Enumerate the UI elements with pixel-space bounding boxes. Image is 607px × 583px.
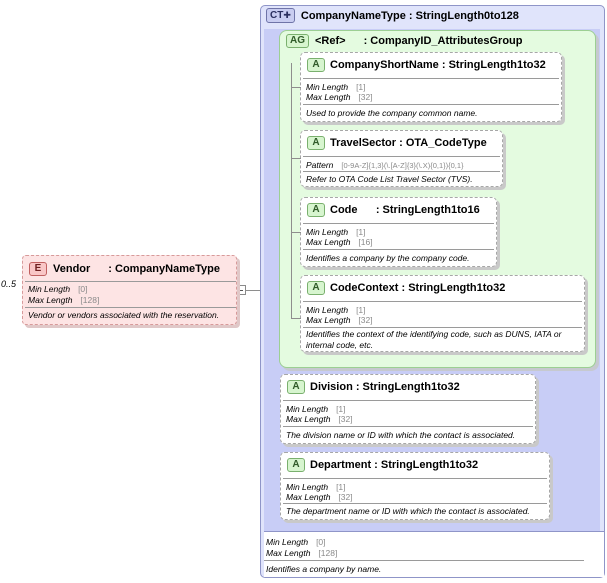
attribute-description: The department name or ID with which the… [286, 506, 530, 516]
attribute-description: Identifies a company by the company code… [306, 253, 470, 263]
complex-type-header: CT✚ CompanyNameType : StringLength0to128 [266, 8, 519, 23]
attribute-company-short-name[interactable]: A CompanyShortName : StringLength1to32 M… [300, 52, 562, 122]
collapse-icon[interactable] [236, 285, 246, 295]
complex-type-description: Identifies a company by name. [266, 564, 382, 574]
divider [283, 400, 533, 401]
facet-min-length: Min Length[0] [28, 284, 88, 294]
plus-icon: ✚ [283, 10, 291, 20]
divider [303, 249, 494, 250]
vendor-name: Vendor [53, 263, 91, 275]
attribute-badge: A [307, 203, 325, 217]
complex-type-title: CompanyNameType : StringLength0to128 [300, 9, 519, 22]
ag-connector [291, 158, 301, 159]
attribute-title: CompanyShortName : StringLength1to32 [330, 59, 546, 71]
divider [303, 327, 582, 328]
connector-vendor-h [237, 290, 273, 291]
vendor-description: Vendor or vendors associated with the re… [28, 310, 220, 320]
divider [303, 223, 494, 224]
facet-min-length: Min Length[1] [306, 305, 366, 315]
attribute-description: Used to provide the company common name. [306, 108, 478, 118]
attribute-travel-sector[interactable]: A TravelSector : OTA_CodeType Pattern[0-… [300, 130, 503, 187]
attribute-title: Code : StringLength1to16 [330, 204, 480, 216]
attribute-title: Division : StringLength1to32 [310, 381, 460, 393]
attribute-badge: A [307, 58, 325, 72]
attribute-group-badge: AG [286, 34, 309, 48]
attribute-badge: A [287, 380, 305, 394]
facet-min-length: Min Length[1] [306, 82, 366, 92]
vendor-element-box[interactable]: E Vendor : CompanyNameType Min Length[0]… [22, 255, 237, 325]
attribute-title: Department : StringLength1to32 [310, 459, 479, 471]
divider [303, 104, 559, 105]
divider [283, 478, 547, 479]
facet-max-length: Max Length[32] [286, 414, 353, 424]
element-badge: E [29, 262, 47, 276]
complex-type-badge: CT✚ [266, 8, 295, 23]
divider [283, 426, 533, 427]
attribute-title: CodeContext : StringLength1to32 [330, 282, 506, 294]
facet-max-length: Max Length[32] [286, 492, 353, 502]
vendor-type: : CompanyNameType [108, 263, 220, 275]
attribute-division[interactable]: A Division : StringLength1to32 Min Lengt… [280, 374, 536, 444]
attribute-description: The division name or ID with which the c… [286, 430, 516, 440]
facet-max-length: Max Length[16] [306, 237, 373, 247]
attribute-code[interactable]: A Code : StringLength1to16 Min Length[1]… [300, 197, 497, 267]
divider [303, 171, 500, 172]
attribute-description: Refer to OTA Code List Travel Sector (TV… [306, 174, 473, 184]
attribute-badge: A [307, 281, 325, 295]
divider [283, 503, 547, 504]
facet-min-length: Min Length[0] [266, 537, 326, 547]
facet-min-length: Min Length[1] [286, 404, 346, 414]
facet-max-length: Max Length[32] [306, 92, 373, 102]
divider [303, 156, 500, 157]
attribute-code-context[interactable]: A CodeContext : StringLength1to32 Min Le… [300, 275, 585, 352]
complex-type-footer: Min Length[0] Max Length[128] Identifies… [264, 531, 604, 577]
cardinality-label: 0..5 [1, 279, 17, 289]
ag-connector-trunk [291, 63, 292, 318]
divider [264, 560, 584, 561]
attribute-description: Identifies the context of the identifyin… [306, 329, 562, 350]
divider [303, 301, 582, 302]
facet-max-length: Max Length[128] [266, 548, 338, 558]
attribute-title: TravelSector : OTA_CodeType [330, 137, 487, 149]
facet-min-length: Min Length[1] [306, 227, 366, 237]
facet-pattern: Pattern[0-9A-Z]{1,3}(\.[A-Z]{3}(\.X){0,1… [306, 160, 464, 170]
attribute-group-name: : CompanyID_AttributesGroup [363, 35, 523, 47]
ag-connector [291, 87, 301, 88]
attribute-badge: A [307, 136, 325, 150]
facet-min-length: Min Length[1] [286, 482, 346, 492]
divider [25, 307, 236, 308]
attribute-badge: A [287, 458, 305, 472]
divider [25, 281, 236, 282]
divider [303, 78, 559, 79]
attribute-department[interactable]: A Department : StringLength1to32 Min Len… [280, 452, 550, 520]
facet-max-length: Max Length[128] [28, 295, 100, 305]
ag-connector [291, 318, 301, 319]
ag-connector [291, 232, 301, 233]
facet-max-length: Max Length[32] [306, 315, 373, 325]
attribute-group-ref: <Ref> [315, 35, 346, 47]
